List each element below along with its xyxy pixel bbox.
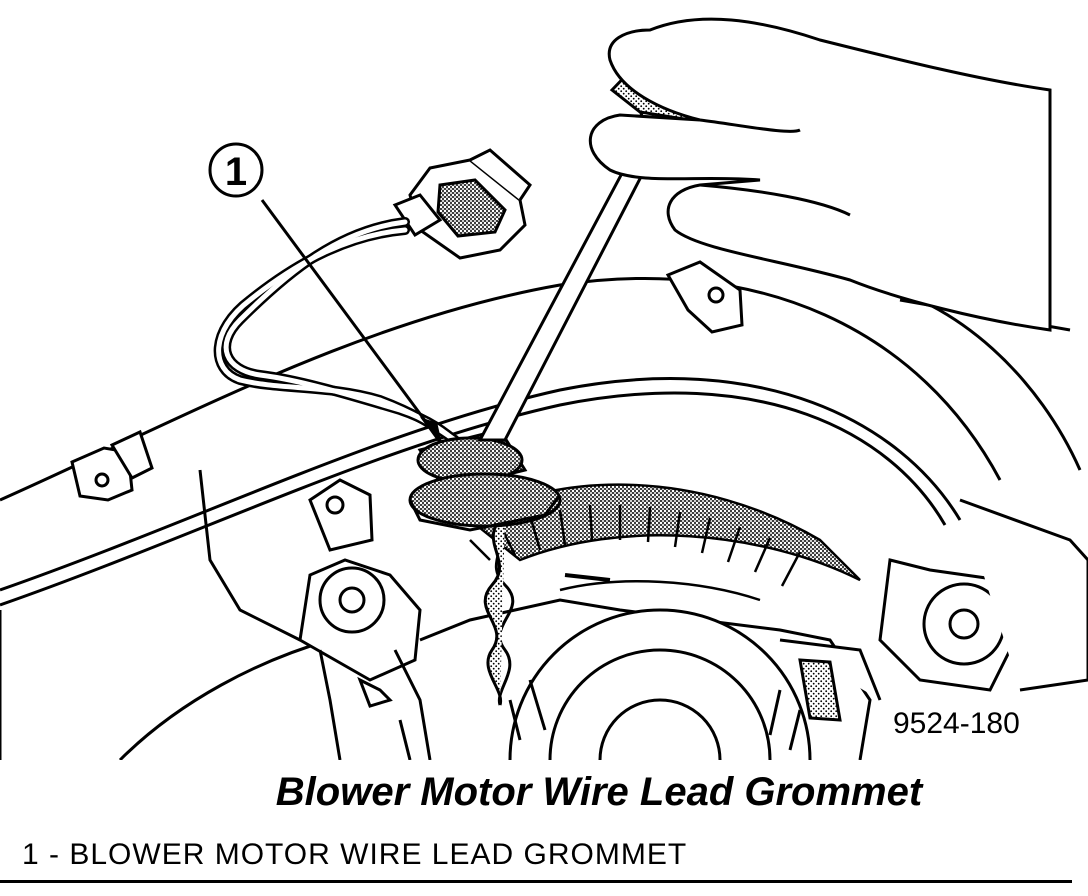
callout-balloon: 1 — [208, 142, 264, 198]
callout-leader — [260, 199, 442, 443]
legend-divider — [0, 880, 1072, 883]
motor-hub — [508, 608, 812, 760]
blower-wheel — [467, 483, 861, 602]
mounting-ear-left — [298, 478, 422, 682]
callout-number: 1 — [225, 150, 247, 194]
figure-caption: Blower Motor Wire Lead Grommet — [275, 770, 923, 814]
mounting-ear-right — [878, 498, 1088, 692]
blower-motor-illustration: 1 9524-180 — [0, 17, 1088, 760]
legend-item: 1 - BLOWER MOTOR WIRE LEAD GROMMET — [22, 838, 688, 871]
wire-lead-grommet — [408, 428, 562, 532]
wire-leads-below-grommet — [483, 513, 515, 706]
wire-leads — [213, 217, 465, 450]
housing-tab-left — [70, 429, 154, 502]
wire-connector — [392, 148, 532, 260]
housing-tab-right — [665, 260, 744, 334]
figure-number: 9524-180 — [893, 707, 1020, 740]
motor-frame-left — [318, 649, 432, 760]
technician-hand — [588, 17, 1052, 332]
